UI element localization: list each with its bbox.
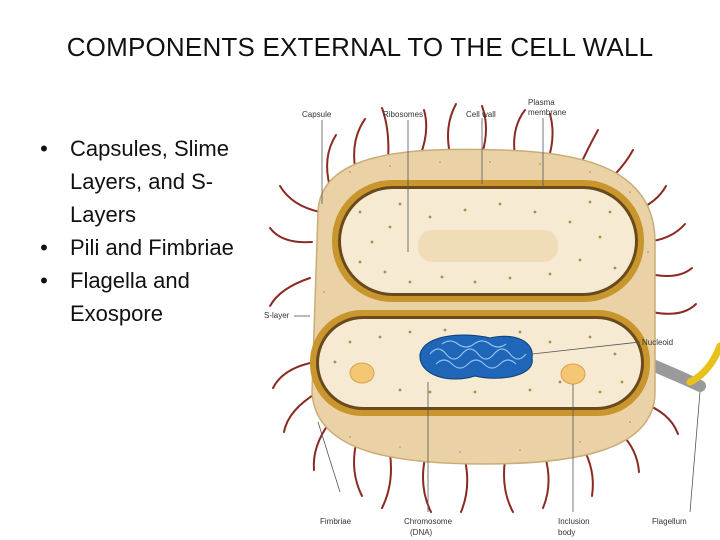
bacterial-cell-diagram: Capsule Ribosomes Cell wall Plasma membr…: [260, 92, 720, 540]
nucleoid: [419, 334, 533, 380]
cell-diagram-svg: Capsule Ribosomes Cell wall Plasma membr…: [264, 98, 720, 537]
bullet-dot: •: [40, 268, 48, 293]
label-nucleoid: Nucleoid: [642, 338, 673, 347]
bullet-dot: •: [40, 235, 48, 260]
label-plasma-membrane: Plasma: [528, 98, 555, 107]
bullet-dot: •: [40, 136, 48, 161]
label-s-layer: S-layer: [264, 311, 290, 320]
label-inclusion-body-2: body: [558, 528, 575, 537]
label-cell-wall: Cell wall: [466, 110, 496, 119]
slide-title: COMPONENTS EXTERNAL TO THE CELL WALL: [66, 32, 654, 62]
bullet-text: Flagella and Exospore: [70, 268, 190, 326]
bullet-item: • Pili and Fimbriae: [34, 231, 264, 264]
ribosomes: [333, 200, 624, 394]
label-plasma-membrane-2: membrane: [528, 108, 567, 117]
leader-lines: [294, 118, 701, 513]
label-ribosomes: Ribosomes: [383, 110, 423, 119]
label-chromosome: Chromosome: [404, 517, 453, 526]
label-fimbriae: Fimbriae: [320, 517, 352, 526]
bullet-item: • Capsules, Slime Layers, and S-Layers: [34, 132, 264, 231]
label-chromosome-2: (DNA): [410, 528, 433, 537]
label-capsule: Capsule: [302, 110, 332, 119]
top-cell: [332, 180, 644, 302]
bullet-text: Capsules, Slime Layers, and S-Layers: [70, 136, 229, 227]
label-inclusion-body: Inclusion: [558, 517, 590, 526]
bullet-list: • Capsules, Slime Layers, and S-Layers • P…: [34, 132, 264, 330]
bullet-item: • Flagella and Exospore: [34, 264, 264, 330]
bullet-text: Pili and Fimbriae: [70, 235, 234, 260]
capsule-speckles: [323, 161, 649, 453]
label-flagellum: Flagellum: [652, 517, 687, 526]
